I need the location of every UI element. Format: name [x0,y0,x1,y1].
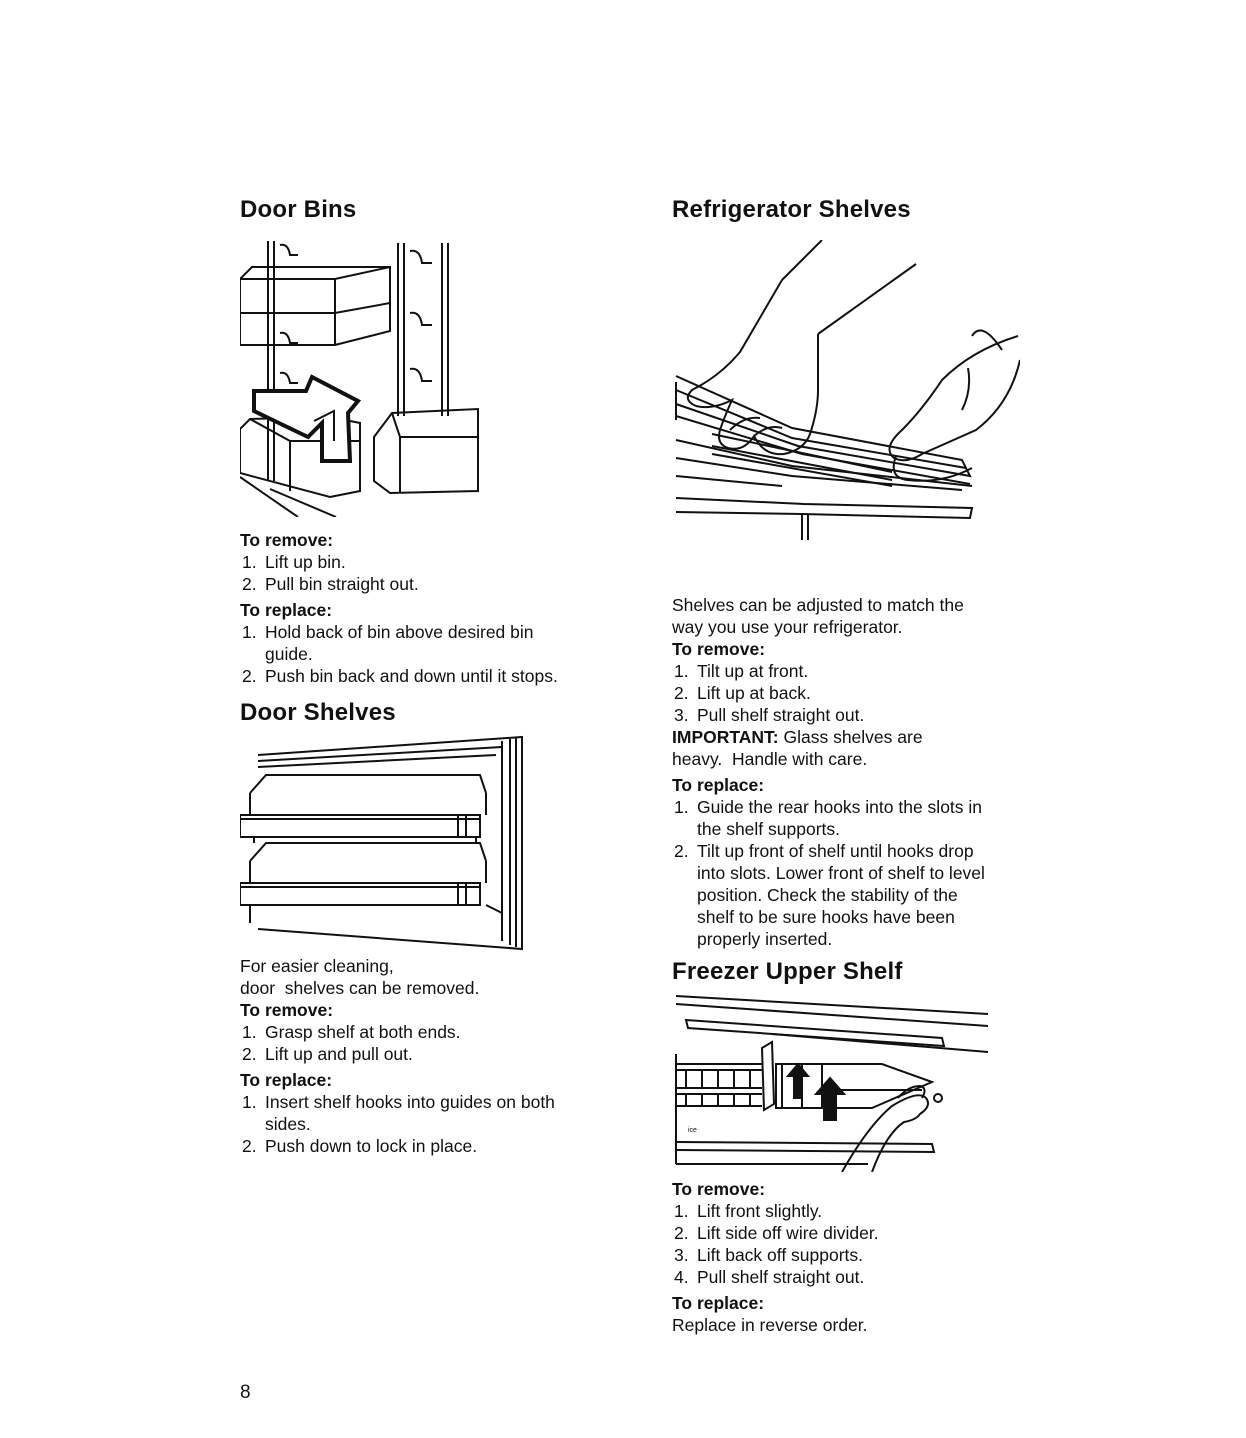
door-bins-replace-steps: 1.Hold back of bin above desired bin gui… [240,621,560,687]
ice-label: ice [688,1127,697,1134]
left-column: Door Bins To remove: 1.Lift up bin. 2.Pu… [240,196,580,1157]
list-item: 1.Guide the rear hooks into the slots in… [674,797,983,839]
list-item: 1.Insert shelf hooks into guides on both… [242,1092,555,1134]
list-item: 1.Lift up bin. [242,552,346,572]
door-shelves-heading: Door Shelves [240,699,396,726]
door-bins-remove-steps: 1.Lift up bin. 2.Pull bin straight out. [240,551,580,595]
list-item: 2.Lift side off wire divider. [674,1223,879,1243]
freezer-upper-shelf-remove-steps: 1.Lift front slightly. 2.Lift side off w… [672,1200,1012,1288]
page-number: 8 [240,1382,251,1403]
door-shelves-illustration [240,733,530,951]
door-shelves-remove-steps: 1.Grasp shelf at both ends. 2.Lift up an… [240,1021,580,1065]
right-column: Refrigerator Shelves Shelves can be adju… [672,196,1012,1336]
list-item: 2.Pull bin straight out. [242,574,419,594]
door-shelves-intro-line2: door shelves can be removed. [240,978,480,998]
refrigerator-shelves-heading: Refrigerator Shelves [672,196,911,223]
list-item: 2.Lift up at back. [674,683,811,703]
list-item: 3.Lift back off supports. [674,1245,864,1265]
door-shelves-remove-label: To remove: [240,1000,334,1020]
list-item: 4.Pull shelf straight out. [674,1267,865,1287]
list-item: 1.Hold back of bin above desired bin gui… [242,622,534,664]
important-note: IMPORTANT: Glass shelves are heavy. Hand… [672,726,972,770]
list-item: 1.Grasp shelf at both ends. [242,1022,461,1042]
list-item: 1.Tilt up at front. [674,661,809,681]
list-item: 3.Pull shelf straight out. [674,705,865,725]
list-item: 2.Push down to lock in place. [242,1136,478,1156]
freezer-upper-shelf-remove-label: To remove: [672,1179,766,1199]
refrigerator-shelves-replace-label: To replace: [672,775,765,795]
door-bins-remove-label: To remove: [240,530,334,550]
door-shelves-replace-steps: 1.Insert shelf hooks into guides on both… [240,1091,560,1157]
refrigerator-shelves-replace-steps: 1.Guide the rear hooks into the slots in… [672,796,994,950]
refrigerator-shelves-intro: Shelves can be adjusted to match the way… [672,595,964,637]
list-item: 2.Tilt up front of shelf until hooks dro… [674,841,985,949]
refrigerator-shelves-illustration [672,240,1020,540]
list-item: 2.Lift up and pull out. [242,1044,413,1064]
important-label: IMPORTANT: [672,727,779,747]
refrigerator-shelves-remove-label: To remove: [672,639,766,659]
door-shelves-intro-line1: For easier cleaning, [240,956,394,976]
list-item: 2.Push bin back and down until it stops. [242,666,558,686]
freezer-upper-shelf-replace-label: To replace: [672,1293,765,1313]
door-bins-heading: Door Bins [240,196,357,223]
door-bins-illustration [240,241,490,517]
freezer-upper-shelf-replace-text: Replace in reverse order. [672,1315,868,1335]
important-text: Glass shelves are heavy. Handle with car… [672,727,928,769]
door-bins-replace-label: To replace: [240,600,333,620]
door-shelves-replace-label: To replace: [240,1070,333,1090]
freezer-upper-shelf-illustration: ice [672,994,990,1172]
refrigerator-shelves-remove-steps: 1.Tilt up at front. 2.Lift up at back. 3… [672,660,1012,726]
freezer-upper-shelf-heading: Freezer Upper Shelf [672,958,903,985]
list-item: 1.Lift front slightly. [674,1201,823,1221]
